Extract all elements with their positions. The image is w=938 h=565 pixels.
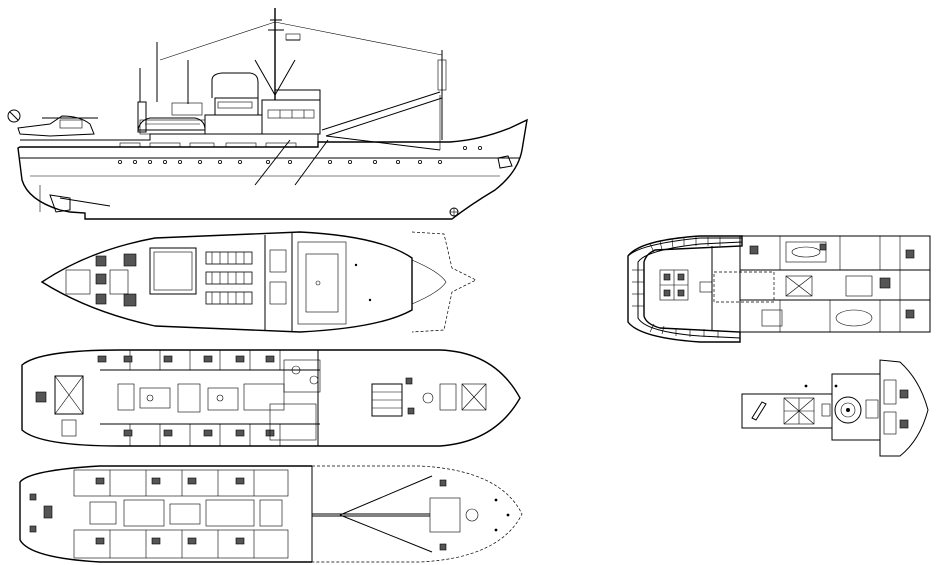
aft-stairwell: [54, 375, 84, 415]
corridor-fixtures: [117, 383, 285, 413]
lower-deck-plan: [19, 465, 523, 563]
radar-dome: [834, 396, 862, 424]
main-engines: [205, 251, 253, 305]
cargo-hold: [297, 241, 347, 325]
helicopter: [7, 109, 98, 137]
portholes: [118, 145, 482, 164]
deckhouse-windows: [119, 142, 297, 148]
upper-deck-plan: [21, 349, 521, 447]
anchor-icon: [497, 155, 513, 169]
bridge-deck-plan: [627, 235, 931, 343]
propeller-rudder: [39, 185, 111, 213]
superstructure: [139, 72, 321, 135]
wheelhouse-top-plan: [741, 359, 929, 457]
crane-boom: [321, 91, 443, 151]
midship-rooms: [283, 359, 321, 393]
cabins: [97, 350, 320, 446]
lower-cabins: [73, 469, 289, 559]
main-deck-plan: [40, 231, 477, 333]
masts: [139, 8, 447, 140]
engine-tank: [149, 247, 197, 295]
aft-machinery: [65, 253, 137, 307]
deck-boom: [312, 475, 510, 553]
side-elevation: [7, 8, 528, 220]
lifeboat: [137, 117, 206, 131]
